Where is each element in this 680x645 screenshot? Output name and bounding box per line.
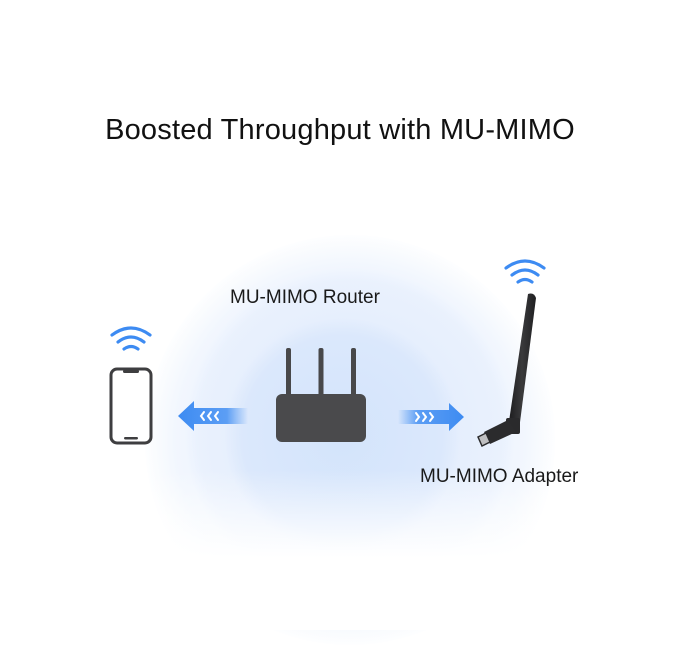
router-label: MU-MIMO Router: [230, 287, 380, 308]
usb-wifi-adapter-icon: [477, 293, 536, 448]
smartphone-icon: [109, 367, 153, 445]
adapter-label: MU-MIMO Adapter: [420, 466, 579, 487]
background-fade: [0, 470, 680, 630]
wifi-signal-icon: [110, 326, 152, 351]
router-icon: [276, 348, 366, 442]
arrow-right-icon: [398, 403, 464, 431]
arrow-left-icon: [178, 401, 248, 431]
page-title: Boosted Throughput with MU-MIMO: [105, 114, 575, 146]
wifi-signal-icon: [504, 259, 546, 284]
